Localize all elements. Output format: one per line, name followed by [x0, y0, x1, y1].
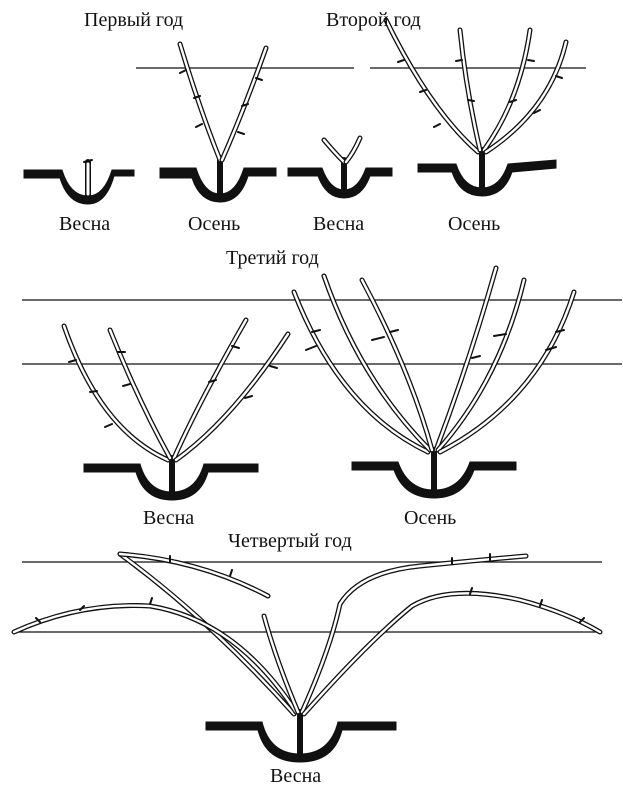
label-first-year: Первый год	[84, 10, 183, 30]
label-third-year: Третий год	[226, 248, 319, 268]
plant-year3-autumn	[294, 268, 574, 490]
label-fourth-year: Четвертый год	[228, 531, 352, 551]
plant-year4-spring	[14, 554, 600, 754]
label-second-year: Второй год	[326, 10, 421, 30]
label-year4-spring: Весна	[270, 766, 321, 786]
soil-year2-spring	[288, 168, 392, 198]
label-year2-spring: Весна	[313, 214, 364, 234]
label-year3-spring: Весна	[143, 508, 194, 528]
label-year1-spring: Весна	[59, 214, 110, 234]
soil-year2-autumn	[418, 160, 556, 196]
plant-year1-spring	[84, 160, 92, 196]
label-year2-autumn: Осень	[448, 214, 500, 234]
label-year1-autumn: Осень	[188, 214, 240, 234]
soil-year1-spring	[24, 170, 134, 204]
label-year3-autumn: Осень	[404, 508, 456, 528]
